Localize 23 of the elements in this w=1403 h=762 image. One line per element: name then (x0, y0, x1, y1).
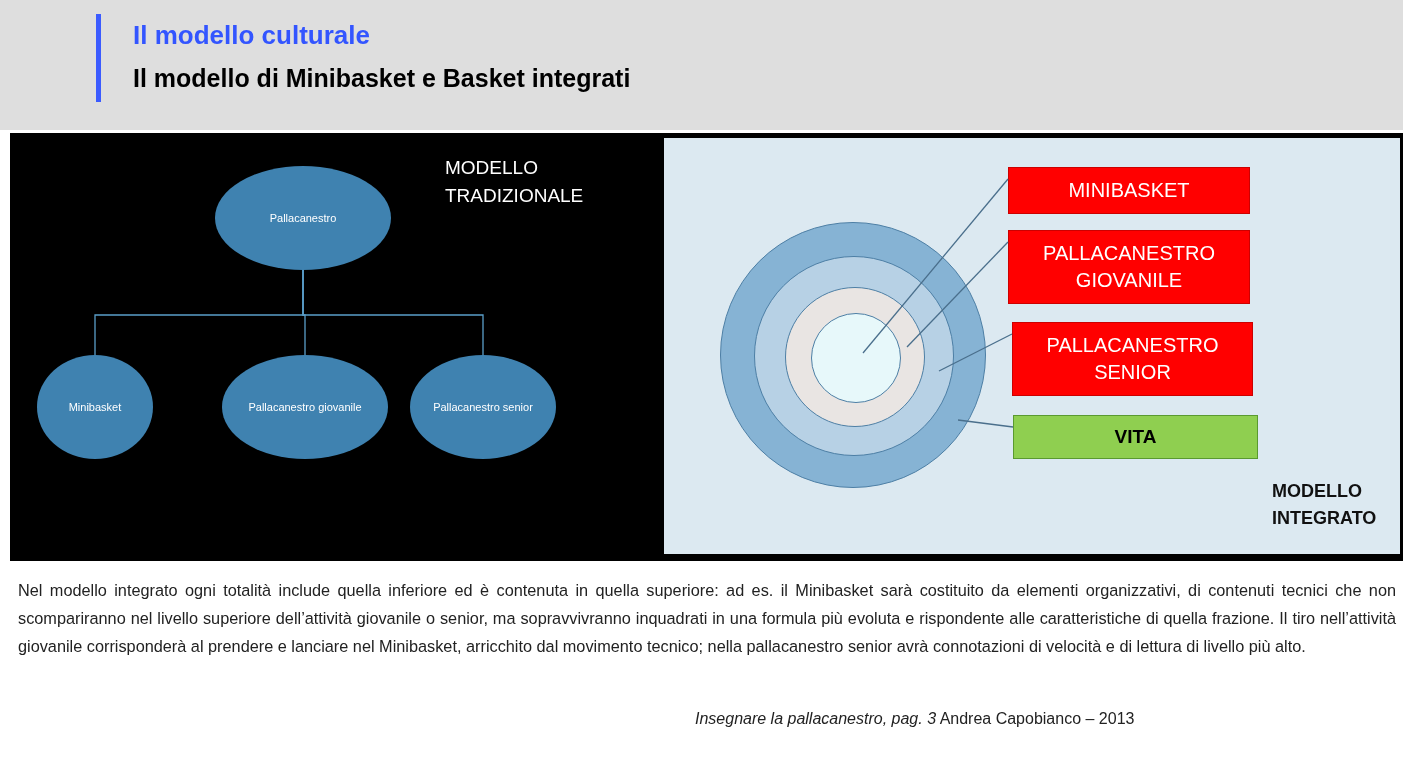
node-label: Minibasket (68, 399, 122, 415)
node-label: PALLACANESTRO GIOVANILE (1042, 241, 1216, 293)
panel-heading: MODELLO INTEGRATO (1272, 480, 1378, 530)
node-label: Pallacanestro giovanile (248, 399, 362, 415)
leader-line (906, 241, 1009, 348)
panel-heading: MODELLO TRADIZIONALE (445, 156, 585, 208)
subtitle: Il modello di Minibasket e Basket integrati (133, 64, 631, 93)
label-box (1012, 322, 1253, 396)
citation: Insegnare la pallacanestro, pag. 3 Andrea Capobianco – 2013 (695, 710, 1136, 728)
label-box (1008, 167, 1250, 214)
leader-line (938, 333, 1013, 372)
node-label: Pallacanestro (269, 210, 337, 226)
paragraph: Nel modello integrato ogni totalità include quella inferiore ed è contenuta in quella superiore: ad es. il Minibasket sarà costituito da elementi organizzativi, di contenuti tecnici che non scompariranno nel livello superiore dell’attività giovanile o senior, ma sopravvivranno inquadrati in una formula più evoluta e rispondente alle caratteristiche di quella frazione. Il tiro nell’attività giovanile corrisponderà al prendere e lanciare nel Minibasket, arricchito dal movimento tecnico; nella pallacanestro senior avrà connotazioni di velocità e di lettura di livello più alto. (18, 580, 1396, 657)
leader-line (957, 419, 1014, 428)
node-label: Pallacanestro senior (433, 399, 533, 415)
node-label: PALLACANESTRO SENIOR (1045, 333, 1220, 385)
leader-line (862, 178, 1009, 354)
connector-line (302, 269, 484, 356)
title: Il modello culturale (133, 20, 370, 51)
label-box (1008, 230, 1250, 304)
node-label: MINIBASKET (1068, 178, 1190, 203)
label-box (1013, 415, 1258, 459)
node-label: VITA (1114, 425, 1157, 450)
